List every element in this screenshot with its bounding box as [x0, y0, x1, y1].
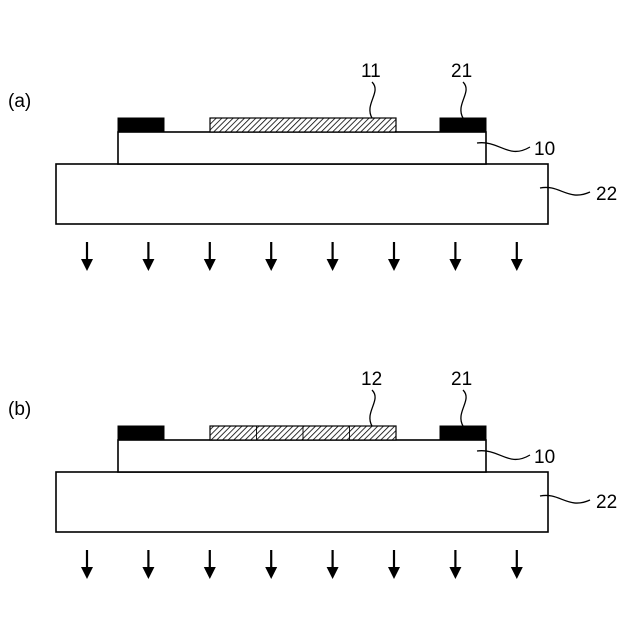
substrate [56, 164, 548, 224]
arrow-down-icon [388, 242, 400, 271]
leader-electrode [461, 82, 466, 118]
arrow-down-icon [327, 242, 339, 271]
electrode-right [440, 118, 486, 132]
arrow-down-icon [142, 550, 154, 579]
arrow-down-icon [204, 242, 216, 271]
arrow-down-icon [265, 550, 277, 579]
electrode-left [118, 426, 164, 440]
layer-label: 10 [534, 447, 555, 468]
arrow-down-icon [449, 550, 461, 579]
substrate-label: 22 [596, 492, 617, 513]
arrow-row [81, 242, 523, 271]
base-layer [118, 440, 486, 472]
substrate [56, 472, 548, 532]
arrow-down-icon [81, 550, 93, 579]
base-layer [118, 132, 486, 164]
arrow-down-icon [327, 550, 339, 579]
leader-electrode [461, 390, 466, 426]
arrow-down-icon [265, 242, 277, 271]
arrow-down-icon [142, 242, 154, 271]
arrow-down-icon [204, 550, 216, 579]
leader-film [370, 390, 375, 426]
substrate-label: 22 [596, 184, 617, 205]
layer-label: 10 [534, 139, 555, 160]
film-label: 11 [361, 61, 381, 82]
arrow-down-icon [81, 242, 93, 271]
panel-b: (b) 12 21 10 22 [8, 369, 617, 579]
arrow-down-icon [388, 550, 400, 579]
panel-label: (b) [8, 399, 31, 420]
panel-a: (a) 11 21 10 22 [8, 61, 617, 271]
arrow-down-icon [449, 242, 461, 271]
film-label: 12 [361, 369, 382, 390]
film-layer [210, 118, 396, 132]
panel-label: (a) [8, 91, 31, 112]
electrode-right [440, 426, 486, 440]
arrow-down-icon [511, 550, 523, 579]
arrow-down-icon [511, 242, 523, 271]
leader-film [370, 82, 375, 118]
arrow-row [81, 550, 523, 579]
electrode-left [118, 118, 164, 132]
electrode-label: 21 [451, 61, 472, 82]
electrode-label: 21 [451, 369, 472, 390]
